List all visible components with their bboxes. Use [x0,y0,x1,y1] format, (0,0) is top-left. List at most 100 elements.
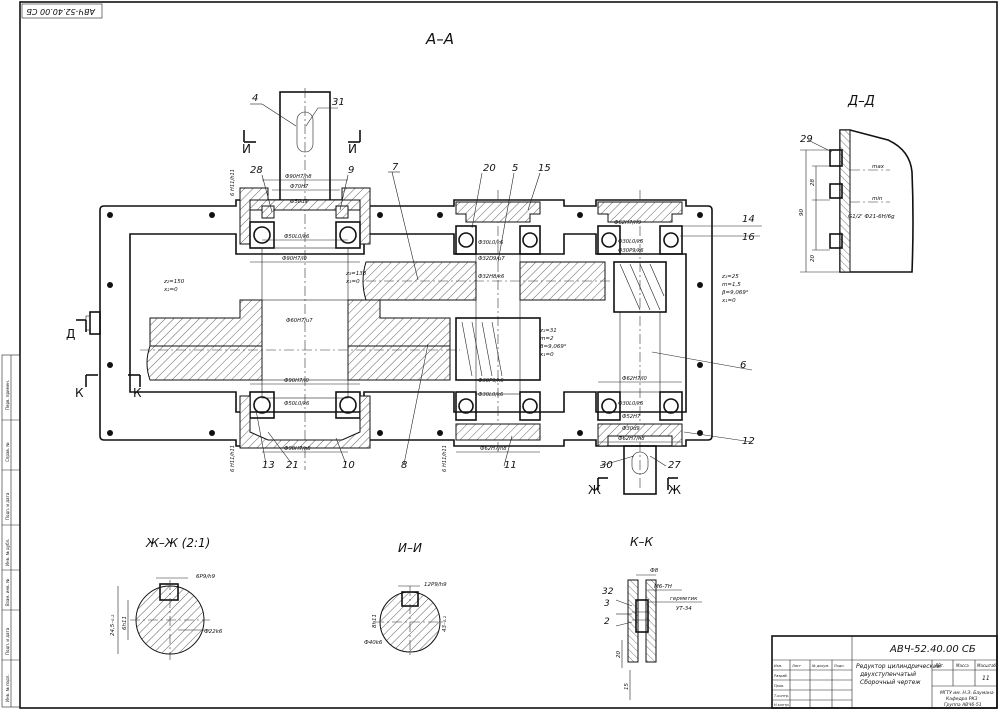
svg-text:43₋₀.₂: 43₋₀.₂ [442,615,448,632]
svg-text:Ф90Н7/h8: Ф90Н7/h8 [284,446,311,452]
svg-text:Ф32D9/u7: Ф32D9/u7 [478,256,505,262]
part-number: 29 [800,134,813,145]
svg-text:двухступенчатый: двухступенчатый [859,671,916,678]
svg-text:8: 8 [401,460,407,471]
svg-text:z₁=31: z₁=31 [539,328,557,334]
part-numbers: 4 31 28 9 7 20 5 15 14 16 6 12 27 30 11 … [250,93,755,471]
svg-text:90: 90 [799,209,805,216]
intermediate-shaft [362,190,610,455]
svg-text:12Р9/h9: 12Р9/h9 [424,582,447,588]
svg-text:x₃=0: x₃=0 [345,279,360,285]
svg-text:Ф32Н8/k6: Ф32Н8/k6 [478,274,505,280]
svg-text:Ф50L0/k6: Ф50L0/k6 [284,234,310,240]
svg-text:Подп.: Подп. [834,664,845,668]
svg-text:7: 7 [392,162,399,173]
svg-text:Разраб.: Разраб. [774,674,788,678]
svg-text:К: К [133,386,142,400]
svg-text:МГТУ им. Н.Э. Баумана: МГТУ им. Н.Э. Баумана [940,690,994,696]
svg-text:6Р9/h9: 6Р9/h9 [196,574,216,580]
svg-text:21: 21 [286,460,299,471]
drawing-code: АВЧ-52.40.00 СБ [889,644,976,655]
svg-text:Ф30Р9/k6: Ф30Р9/k6 [618,248,644,254]
svg-text:6 Н11/h11: 6 Н11/h11 [230,169,236,196]
svg-text:Лит.: Лит. [934,663,944,668]
svg-text:Ф90Н7/l0: Ф90Н7/l0 [282,256,307,262]
section-kk: К–К Ф8 М6-7Н герметик УТ-34 32 3 2 20 15 [602,535,702,700]
section-dd: 29 28 90 20 max min G1/2' Ф21-6H/6g [799,129,914,273]
strip-label: Инв. № дубл. [5,539,10,566]
svg-text:Ф22k6: Ф22k6 [204,629,223,635]
svg-text:30: 30 [600,460,613,471]
cut-marks: И И Д К К Ж Ж [66,130,681,497]
svg-text:И: И [242,142,251,156]
svg-text:Д: Д [66,327,75,341]
svg-text:Сборочный чертеж: Сборочный чертеж [860,679,921,686]
large-gear-wheel [140,299,460,381]
svg-text:28: 28 [250,165,263,176]
strip-label: Взам. инв. № [5,579,10,606]
svg-text:Ф50d9: Ф50d9 [290,199,308,205]
strip-label: Справ. № [5,443,10,462]
svg-text:24,5₋₀.₂: 24,5₋₀.₂ [110,614,116,636]
svg-text:АВЧ-52.40.00 СБ: АВЧ-52.40.00 СБ [26,7,96,16]
part-leaders [250,103,762,467]
svg-text:11: 11 [982,675,990,682]
svg-text:20: 20 [483,163,496,174]
svg-text:Ф30L0/k6: Ф30L0/k6 [478,392,504,398]
svg-text:max: max [872,164,885,170]
svg-text:М6-7Н: М6-7Н [654,584,672,590]
svg-text:Ф60Н7/u7: Ф60Н7/u7 [286,318,313,324]
strip-label: Подп. и дата [5,627,10,655]
svg-text:Ф62Н7/l0: Ф62Н7/l0 [622,376,647,382]
gear-parameters: z₂=150 x₂=0 z₃=133 x₃=0 z₁=31 m=2 β=9,06… [163,271,749,358]
svg-text:16: 16 [742,232,755,243]
svg-text:6h11: 6h11 [122,616,128,630]
svg-text:5: 5 [512,163,518,174]
title-block: АВЧ-52.40.00 СБ Редуктор цилиндрический … [771,635,998,709]
svg-text:Ф52Н7: Ф52Н7 [622,414,641,420]
svg-text:β=9,069°: β=9,069° [722,290,749,296]
svg-text:3: 3 [604,599,610,609]
svg-text:УТ-34: УТ-34 [676,606,692,612]
svg-text:m=1,5: m=1,5 [722,282,741,288]
svg-text:Ф30L0/k6: Ф30L0/k6 [618,401,644,407]
corner-stamp: АВЧ-52.40.00 СБ [21,3,103,19]
svg-text:28: 28 [810,179,816,186]
svg-text:И: И [348,142,357,156]
svg-text:Ж: Ж [668,483,681,497]
svg-text:x₂=0: x₂=0 [163,287,178,293]
svg-text:15: 15 [624,683,630,690]
svg-text:15: 15 [538,163,551,174]
svg-text:И–И: И–И [398,541,422,555]
svg-text:Ж–Ж (2:1): Ж–Ж (2:1) [145,536,210,550]
svg-text:№ докум.: № докум. [811,664,829,668]
svg-text:Ф30d9: Ф30d9 [622,426,640,432]
svg-text:m=2: m=2 [540,336,554,342]
svg-text:герметик: герметик [670,596,698,602]
svg-text:Ф90Н7/l0: Ф90Н7/l0 [284,378,309,384]
svg-text:6 Н11/h11: 6 Н11/h11 [230,445,236,472]
svg-text:Ф62Н7/h8: Ф62Н7/h8 [480,446,507,452]
svg-text:z₁=25: z₁=25 [721,274,739,280]
svg-text:Ф62Н7/h8: Ф62Н7/h8 [618,436,645,442]
svg-text:x₁=0: x₁=0 [539,352,554,358]
svg-text:Редуктор цилиндрический: Редуктор цилиндрический [856,663,941,670]
svg-text:Пров.: Пров. [774,684,784,688]
svg-text:min: min [872,196,883,202]
svg-text:Ф30P9/k6: Ф30P9/k6 [478,378,504,384]
svg-text:6 Н11/h11: 6 Н11/h11 [442,445,448,472]
svg-text:Изм.: Изм. [774,664,782,668]
section-title-dd: Д–Д [847,94,875,109]
svg-text:Ф70Н7: Ф70Н7 [290,184,309,190]
section-ii: И–И 12Р9/h9 8h11 43₋₀.₂ Ф40k6 [364,541,448,658]
side-strip: Перв. примен. Справ. № Подп. и дата Инв.… [1,354,21,708]
svg-text:Н.контр.: Н.контр. [774,703,790,707]
strip-label: Подп. и дата [5,492,10,520]
svg-text:32: 32 [602,587,614,597]
svg-text:Ф8: Ф8 [650,568,659,574]
svg-text:z₂=150: z₂=150 [163,279,185,285]
section-title-aa: А–А [425,30,454,48]
svg-text:Группа АВЧ6-51: Группа АВЧ6-51 [944,702,982,708]
svg-text:11: 11 [504,460,517,471]
